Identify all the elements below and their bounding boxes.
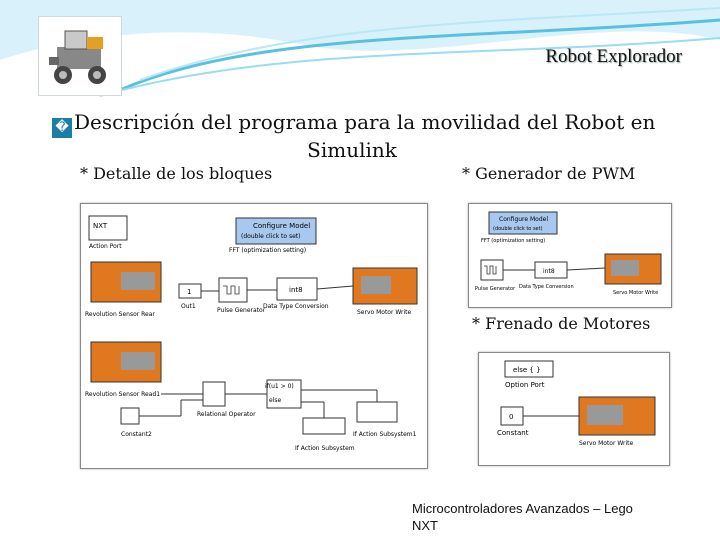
int8-label: int8 [289, 286, 303, 294]
else-block-label: else [269, 397, 281, 404]
else-label: else { } [513, 366, 541, 374]
nxt-label: NXT [93, 222, 108, 230]
sensor-read-label: Revolution Sensor Read1 [85, 391, 160, 398]
pulse-generator-label: Pulse Generator [217, 307, 266, 314]
motor-brake-diagram: else { } Option Port 0 Constant Servo Mo… [478, 352, 670, 466]
pwm-config-label: Configure Model [499, 216, 548, 223]
subheading-pwm-generator: * Generador de PWM [462, 164, 635, 183]
if-subsystem-label: If Action Subsystem [295, 445, 355, 452]
footer-line-1: Microcontroladores Avanzados – Lego [412, 500, 672, 517]
subheading-blocks-detail: * Detalle de los bloques [80, 164, 272, 183]
pwm-config-sub: (double click to set) [493, 226, 543, 232]
page-title: Robot Explorador [545, 46, 682, 68]
relational-label: Relational Operator [197, 411, 256, 418]
servo-motor-write-label: Servo Motor Write [579, 440, 633, 447]
footer-line-2: NXT [412, 517, 672, 534]
dtc-label: Data Type Conversion [263, 303, 329, 310]
option-port-label: Option Port [505, 381, 545, 389]
action-port-label: Action Port [89, 243, 122, 250]
heading-line-1: Descripción del programa para la movilid… [74, 110, 655, 134]
constant2-label: Constant2 [121, 431, 152, 438]
pwm-generator-diagram: Configure Model (double click to set) FF… [468, 203, 672, 308]
robot-logo-image [38, 16, 122, 96]
constant-label: Constant [497, 429, 529, 437]
heading-line-2: Simulink [12, 138, 692, 162]
gain-value: 1 [187, 288, 191, 296]
out1-label: Out1 [181, 303, 196, 310]
blocks-detail-diagram: NXT Action Port Configure Model (double … [80, 203, 428, 469]
pwm-dtc-label: Data Type Conversion [519, 284, 574, 290]
sensor-rear-label: Revolution Sensor Rear [85, 311, 155, 318]
zero-value: 0 [509, 413, 513, 421]
servo-write-label: Servo Motor Write [357, 309, 411, 316]
if-subsystem-1-label: If Action Subsystem1 [353, 431, 417, 438]
pwm-fft-label: FFT (optimization setting) [481, 238, 545, 244]
section-heading: �Descripción del programa para la movili… [52, 110, 692, 162]
pwm-servo-label: Servo Motor Write [613, 290, 658, 296]
subheading-motor-brake: * Frenado de Motores [472, 314, 650, 333]
if-block-label: if(u1 > 0) [265, 383, 294, 390]
bullet-icon: � [52, 118, 72, 138]
fft-label: FFT (optimization setting) [229, 247, 306, 254]
configure-model-sub: (double click to set) [241, 233, 300, 240]
footer-caption: Microcontroladores Avanzados – Lego NXT [412, 500, 672, 534]
configure-model-label: Configure Model [253, 222, 310, 230]
pwm-int8-label: int8 [543, 268, 555, 275]
pwm-pulse-label: Pulse Generator [475, 286, 516, 292]
